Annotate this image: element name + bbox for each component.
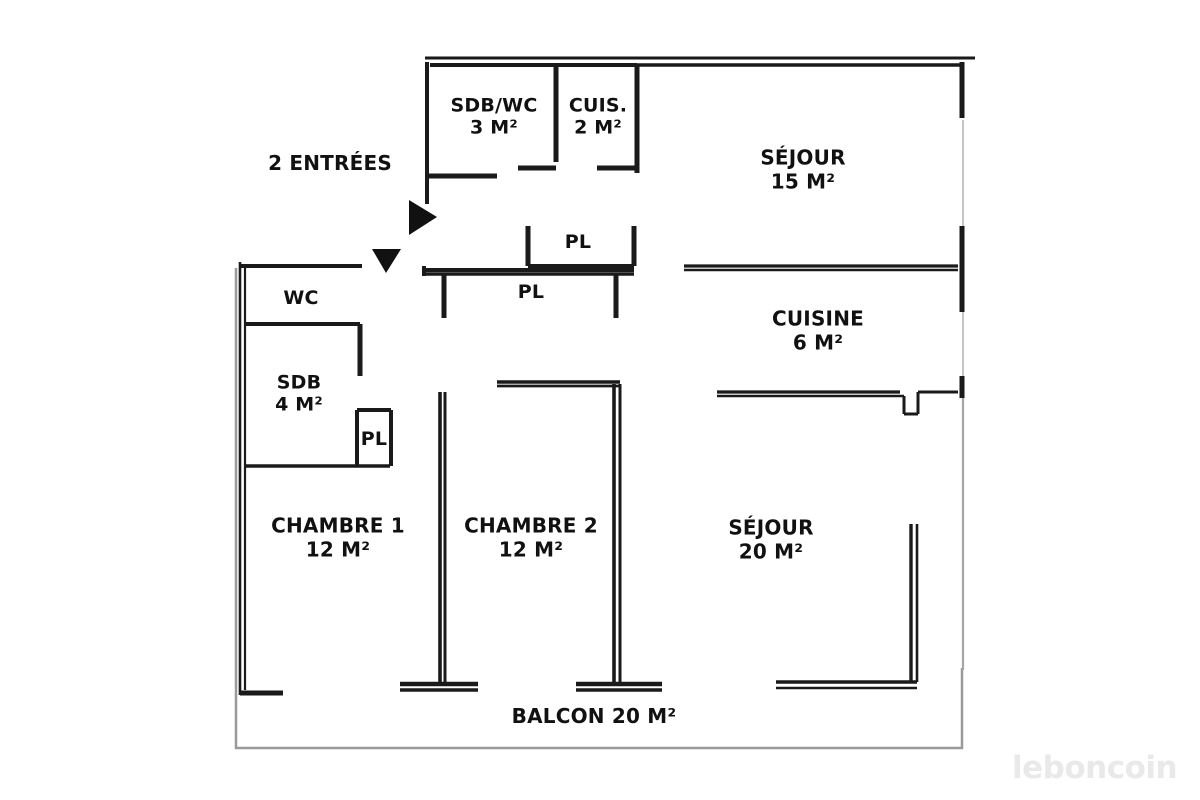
room-name: CUIS.: [568, 94, 628, 117]
room-label-chambre-1: CHAMBRE 1 12 M²: [271, 514, 405, 561]
room-label-chambre-2: CHAMBRE 2 12 M²: [464, 514, 598, 561]
closet-pl-walls: [422, 226, 637, 318]
room-label-pl-sdb: PL: [361, 428, 387, 450]
balcony-label: BALCON 20 M²: [511, 704, 677, 729]
room-area: 15 M²: [770, 169, 836, 193]
room-label-pl-bottom: PL: [518, 281, 544, 303]
room-name: CUISINE: [771, 306, 865, 331]
room-label-sejour-15: SÉJOUR 15 M²: [760, 146, 845, 193]
room-area: 6 M²: [792, 330, 844, 354]
closet-pl-sdb-walls: [355, 408, 393, 466]
room-name: CHAMBRE 1: [271, 513, 405, 538]
room-area: 12 M²: [498, 537, 564, 561]
entrance-arrow-down-icon: [372, 249, 401, 273]
entrance-arrow-right-icon: [409, 200, 437, 235]
room-label-cuis: CUIS. 2 M²: [569, 95, 627, 140]
room-label-sdb-wc: SDB/WC 3 M²: [451, 95, 538, 140]
room-label-cuisine-6: CUISINE 6 M²: [772, 307, 864, 354]
sejour-cuisine-walls: [684, 264, 958, 416]
sejour20-interior-walls: [776, 524, 919, 690]
room-label-sejour-20: SÉJOUR 20 M²: [728, 516, 813, 563]
room-label-wc: WC: [283, 287, 318, 309]
room-label-pl-top: PL: [565, 231, 591, 253]
room-name: 2 ENTRÉES: [268, 151, 392, 176]
room-name: WC: [283, 286, 319, 309]
room-label-sdb-4: SDB 4 M²: [275, 372, 323, 417]
room-name: SDB: [276, 371, 322, 394]
leboncoin-watermark: leboncoin: [1012, 750, 1178, 786]
entrance-markers: [372, 200, 437, 273]
structural-walls: [238, 56, 975, 696]
top-small-rooms-walls: [430, 63, 640, 173]
room-name: PL: [564, 230, 592, 253]
room-name: PL: [360, 427, 388, 450]
room-area: 12 M²: [305, 537, 371, 561]
room-name: SÉJOUR: [760, 145, 846, 170]
room-name: CHAMBRE 2: [464, 513, 598, 538]
room-area: 20 M²: [738, 539, 804, 563]
room-label-balcon: BALCON 20 M²: [512, 705, 677, 729]
wc-sdb-walls: [241, 264, 390, 468]
balcony-outline: [234, 268, 964, 750]
entry-hall-walls: [425, 62, 497, 204]
room-label-entrees: 2 ENTRÉES: [268, 152, 392, 176]
room-area: 3 M²: [470, 117, 518, 139]
room-area: 2 M²: [574, 117, 622, 139]
bedroom-partition-walls: [400, 380, 662, 692]
room-area: 4 M²: [275, 394, 323, 416]
room-name: PL: [517, 280, 545, 303]
room-name: SDB/WC: [450, 94, 538, 117]
room-name: SÉJOUR: [728, 515, 814, 540]
